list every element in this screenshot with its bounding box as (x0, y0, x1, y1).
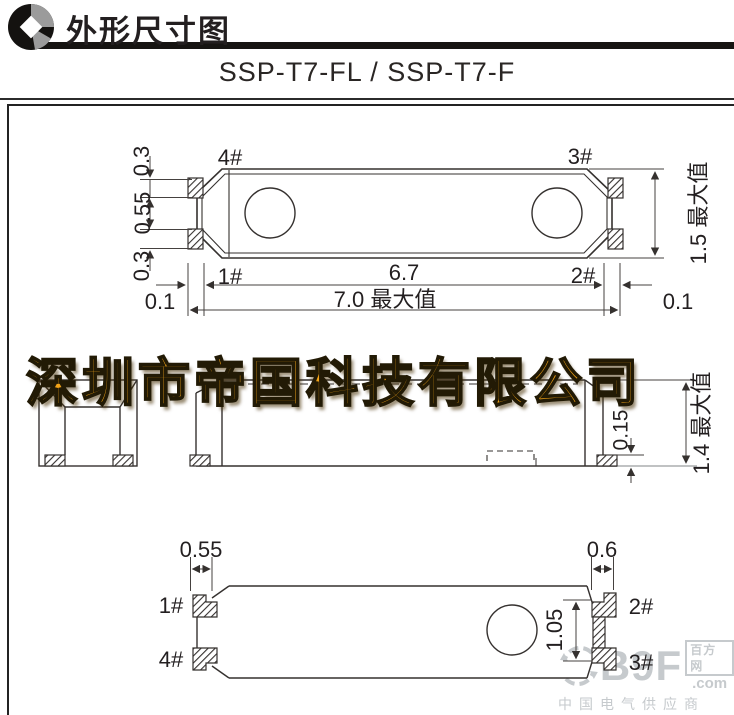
end-view-pad-left (44, 454, 66, 467)
end-view-pad-right (112, 454, 134, 467)
bottom-view-pad-3 (591, 647, 617, 671)
bottom-view-pad-1 (192, 594, 218, 618)
side-view-hidden-bump (486, 450, 535, 461)
dim-total-length-label: 7.0 最大值 (334, 287, 437, 312)
bottom-view-pad-strip (592, 616, 606, 649)
top-view-pad-3 (607, 177, 624, 199)
dim-pad-top-label: 0.3 (129, 146, 154, 177)
top-view-body-inner-outline (201, 173, 608, 254)
dim-margin-left-label: 0.1 (145, 289, 176, 314)
side-view-pad-left (189, 454, 211, 467)
dim-total-width-label: 1.5 最大值 (686, 162, 711, 265)
top-view-left-hole (244, 187, 296, 239)
side-view-left-chamfer (195, 379, 223, 394)
dim-pad-span-label: 1.05 (542, 609, 567, 652)
bottom-view (192, 585, 617, 679)
byf-slogan-text: 中国电气供应商 (558, 696, 705, 712)
dim-inner-length-label: 6.7 (389, 260, 420, 285)
byf-box-text: 百方网 (685, 640, 734, 676)
byf-domain-text: .com (692, 675, 728, 692)
dim-pad-right-label: 0.6 (587, 537, 618, 562)
bottom-view-dimensions (190, 557, 614, 662)
side-view-right-chamfer (584, 379, 604, 394)
bottom-view-hole (486, 604, 538, 656)
side-view-dimensions (603, 379, 695, 483)
top-view (187, 168, 624, 259)
top-view-right-hole (531, 187, 583, 239)
end-view (38, 379, 138, 467)
top-pin4-label: 4# (218, 145, 243, 170)
drawing-frame-top-border (7, 104, 734, 106)
bottom-view-pad-2 (591, 592, 617, 618)
top-pin1-label: 1# (218, 264, 243, 289)
bottom-view-pad-4 (192, 647, 218, 671)
side-view (189, 379, 697, 467)
bottom-pin4-label: 4# (159, 647, 184, 672)
site-watermark: B9F 百方网 .com 中国电气供应商 (558, 640, 734, 714)
top-pin2-label: 2# (571, 263, 596, 288)
bottom-view-labels: 0.55 0.6 1# 4# 2# 3# 1.05 (159, 537, 654, 675)
side-view-pad-right (596, 454, 618, 467)
top-pin3-label: 3# (568, 144, 593, 169)
end-view-chamfer-right (119, 379, 138, 408)
top-view-pad-4 (187, 177, 204, 199)
dim-pad-bottom-label: 0.3 (129, 251, 154, 282)
end-view-outline (38, 379, 138, 467)
dim-pad-gap-label: 0.55 (130, 192, 155, 235)
dim-total-height-label: 1.4 最大值 (689, 372, 714, 475)
top-view-pad-1 (187, 228, 204, 250)
section-bullet-icon (8, 4, 54, 50)
dim-margin-right-label: 0.1 (663, 289, 694, 314)
top-view-body-outline (196, 168, 613, 259)
end-view-chamfer-left (38, 379, 66, 408)
model-subtitle: SSP-T7-FL / SSP-T7-F (218, 57, 516, 87)
page-title: 外形尺寸图 (66, 14, 231, 49)
bottom-pin2-label: 2# (629, 594, 654, 619)
top-view-labels: 4# 3# 1# 2# 6.7 7.0 最大值 0.1 0.1 0.3 0.55… (129, 144, 711, 314)
subtitle-divider (0, 98, 734, 100)
company-watermark: 深圳市帝国科技有限公司 (25, 352, 643, 415)
side-view-labels: 0.15 1.4 最大值 (610, 372, 714, 475)
title-underline-bar (26, 42, 734, 49)
top-view-pad-2 (607, 228, 624, 250)
drawing-frame-left-border (7, 104, 9, 715)
top-view-dimensions (140, 156, 664, 316)
site-watermark-row: B9F 百方网 .com (558, 640, 734, 691)
bottom-pin1-label: 1# (159, 593, 184, 618)
byf-brand-suffix: 百方网 .com (685, 640, 734, 691)
bottom-pin3-label: 3# (629, 650, 654, 675)
dim-pad-left-label: 0.55 (180, 537, 223, 562)
page-header: 外形尺寸图 (0, 0, 734, 103)
dim-pad-thickness-label: 0.15 (610, 410, 633, 451)
